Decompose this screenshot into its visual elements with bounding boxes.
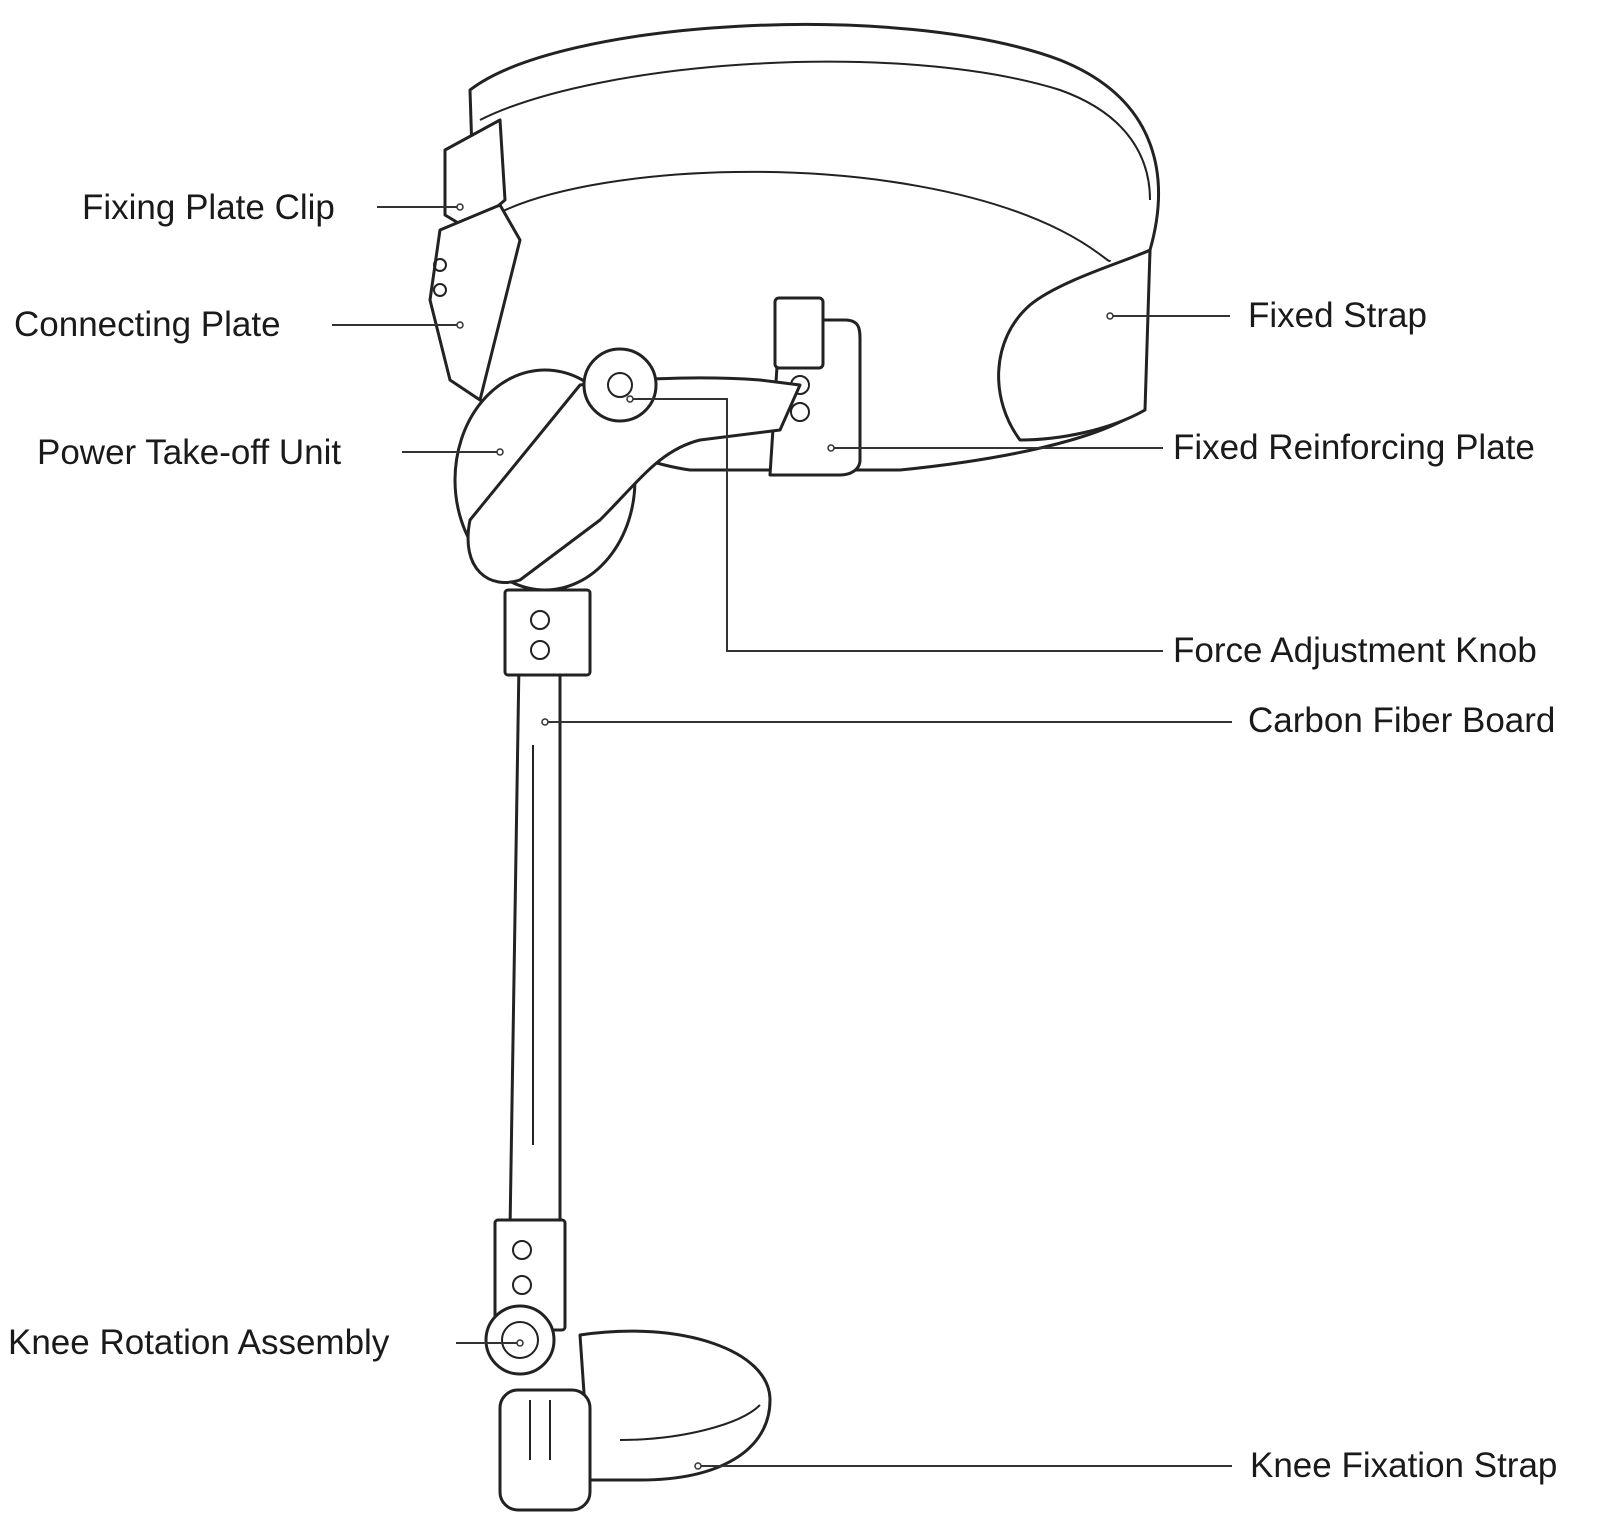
label-fixed-reinforcing-plate: Fixed Reinforcing Plate	[1173, 428, 1535, 467]
carbon-fiber-board-part	[493, 588, 592, 1332]
label-force-adjustment-knob: Force Adjustment Knob	[1173, 631, 1537, 670]
knee-assembly-part	[484, 1304, 772, 1512]
label-power-take-off-unit: Power Take-off Unit	[37, 433, 342, 472]
power-take-off-unit-part	[453, 347, 802, 592]
label-knee-rotation-assembly: Knee Rotation Assembly	[8, 1323, 390, 1362]
leader-lines	[332, 203, 1232, 1470]
label-fixing-plate-clip: Fixing Plate Clip	[82, 188, 335, 227]
fixing-plate-clip-part	[428, 118, 522, 402]
label-knee-fixation-strap: Knee Fixation Strap	[1250, 1446, 1558, 1485]
label-connecting-plate: Connecting Plate	[14, 305, 281, 344]
label-fixed-strap: Fixed Strap	[1248, 296, 1427, 335]
label-carbon-fiber-board: Carbon Fiber Board	[1248, 701, 1556, 740]
